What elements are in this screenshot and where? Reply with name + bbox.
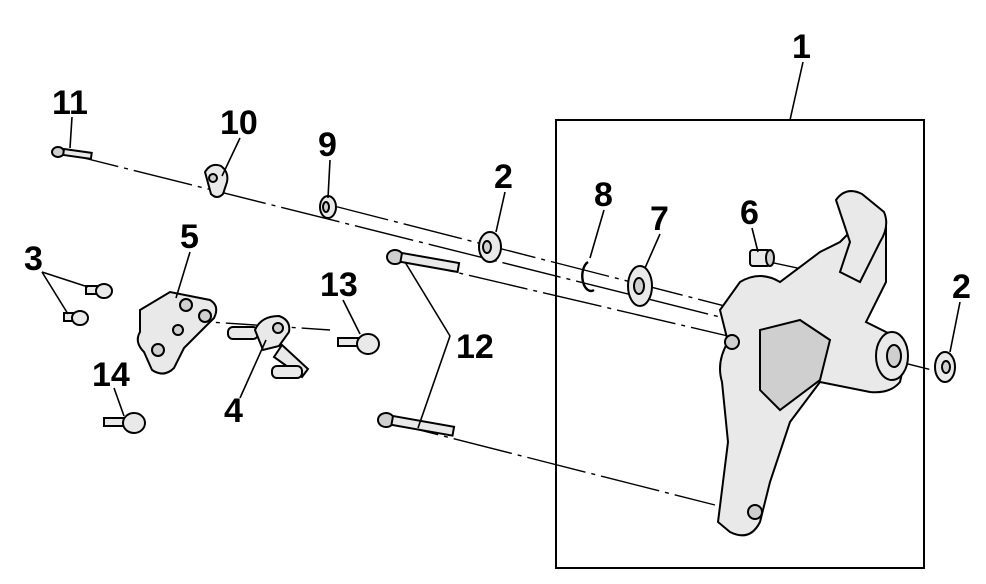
callout-2-left: 2 [494,158,513,196]
leader-12a [404,261,451,337]
leader-7 [644,233,661,269]
callout-1: 1 [792,28,811,66]
part-13-bolt [337,333,380,355]
leader-9 [327,159,331,199]
part-3-bolt-upper [85,283,113,299]
callout-14: 14 [92,356,130,394]
leader-2-right [949,301,961,353]
part-9-bushing [319,195,337,219]
part-6-sleeve [749,249,775,267]
callout-13: 13 [320,266,358,304]
part-12-bolt-lower [377,412,456,437]
callout-2-right: 2 [952,268,971,306]
callout-3: 3 [24,240,43,278]
part-1-bracket-assembly [716,190,909,537]
part-12-bolt-upper [386,249,461,274]
callout-9: 9 [318,126,337,164]
part-8-circlip [581,260,595,293]
callout-7: 7 [650,200,669,238]
part-3-bolt-lower [63,310,89,326]
leader-8 [589,209,605,259]
leader-11 [69,116,73,149]
callout-10: 10 [220,104,258,142]
part-2-nut-right [934,351,956,383]
callout-5: 5 [180,218,199,256]
second-axis-line [329,204,761,316]
leader-5 [175,251,191,299]
part-11-long-bolt [51,146,93,160]
leader-2-left [495,191,506,233]
callout-11: 11 [52,84,88,122]
part-2-bushing-left [478,231,502,263]
part-10-clip [203,163,229,198]
part-7-washer [627,265,653,307]
leader-4 [239,339,267,399]
leader-13 [342,299,361,335]
assembly-frame [555,119,925,569]
part-4-lever-arm [227,314,310,379]
leader-10 [221,137,241,177]
callout-12: 12 [456,328,494,366]
callout-4: 4 [224,392,243,430]
leader-1 [789,61,804,121]
part-5-bracket [136,290,218,375]
leader-3b [41,271,69,315]
part-14-bolt [103,412,146,434]
leader-14 [113,387,125,417]
leader-6 [751,227,759,253]
bolt-axis-lower [379,419,716,506]
leader-3a [41,271,89,288]
callout-8: 8 [594,176,613,214]
callout-6: 6 [740,194,759,232]
leader-12b [417,335,451,429]
